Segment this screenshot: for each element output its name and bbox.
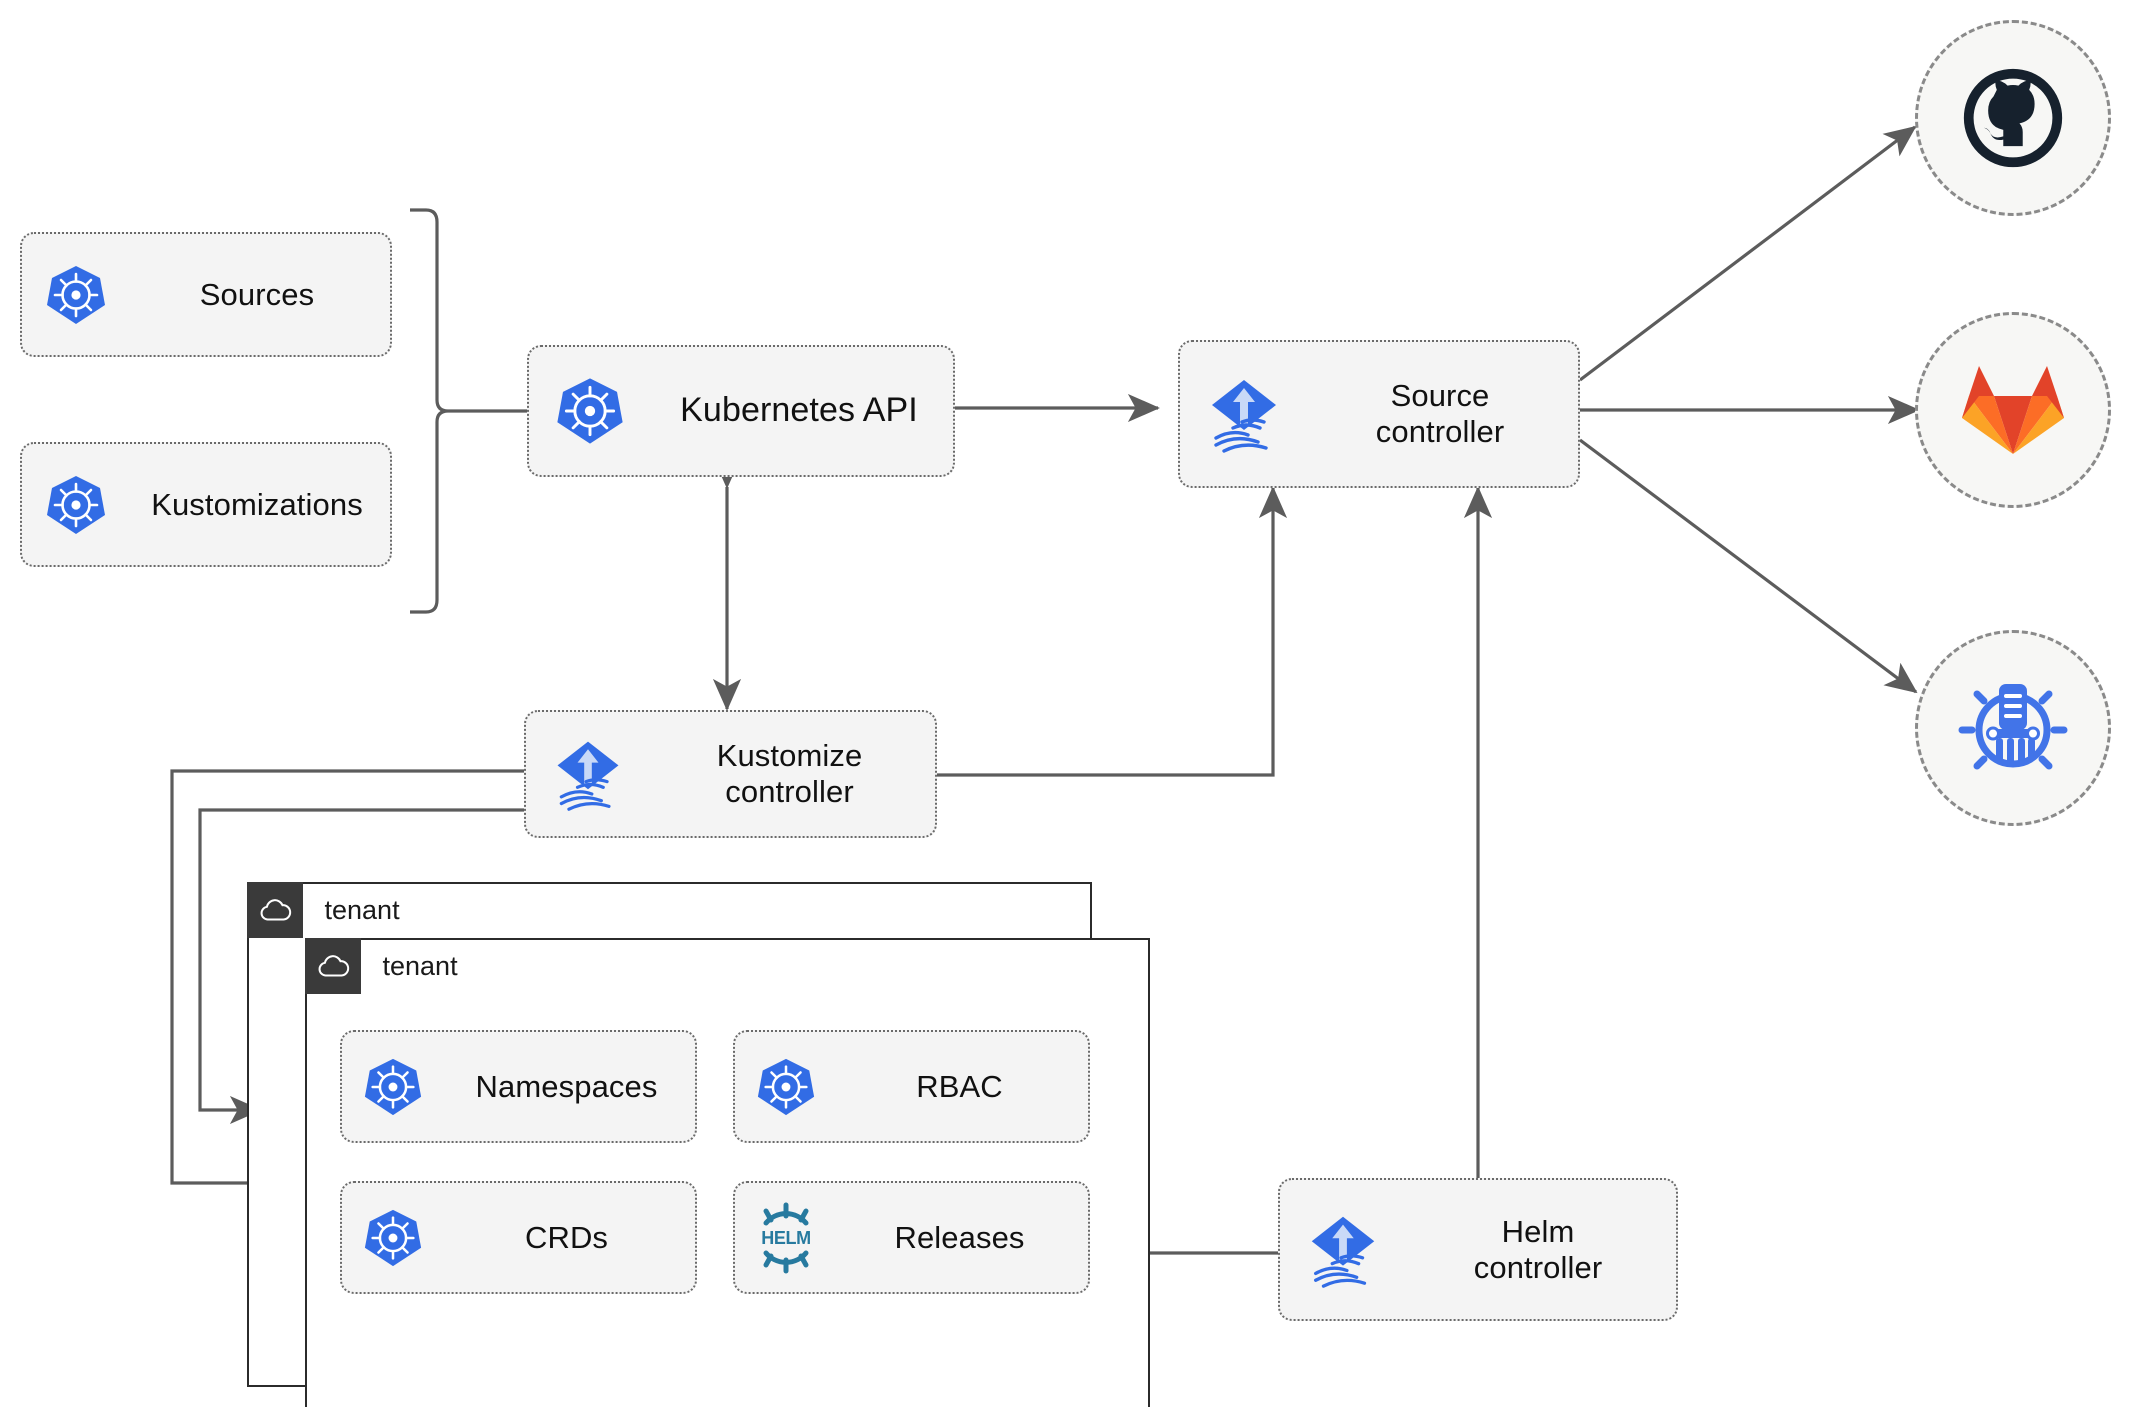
tenant-header: tenant [246, 881, 400, 938]
tenant-name: tenant [382, 950, 458, 981]
kubernetes-icon [22, 263, 130, 327]
harbor-icon [1958, 684, 2068, 770]
node-label: CRDs [524, 1219, 609, 1255]
node-releases[interactable]: HELM Releases [733, 1181, 1090, 1294]
node-label-line1: Kustomize [716, 738, 863, 774]
tenant-container-front: tenant [304, 937, 1150, 1407]
provider-github[interactable] [1915, 20, 2111, 216]
kubernetes-icon [342, 1056, 444, 1118]
wire-kustomize-controller-to-source-controller [937, 486, 1288, 777]
node-label: Sources [199, 276, 315, 312]
node-source-controller[interactable]: Source controller [1178, 340, 1580, 488]
cloud-icon [304, 937, 361, 994]
kubernetes-icon [342, 1207, 444, 1269]
tenant-name: tenant [324, 894, 400, 925]
node-label: Namespaces [475, 1068, 658, 1104]
provider-harbor[interactable] [1915, 630, 2111, 826]
flux-icon [526, 734, 650, 814]
node-label: Kustomize controller [650, 738, 935, 809]
node-label: Helm controller [1406, 1214, 1676, 1285]
node-kustomize-controller[interactable]: Kustomize controller [524, 710, 937, 838]
wire-kustomize-controller-to-tenant-front [198, 808, 524, 1125]
node-label: Releases [894, 1219, 1025, 1255]
github-icon [1963, 68, 2063, 168]
flux-icon [1180, 372, 1308, 456]
node-namespaces[interactable]: Namespaces [340, 1030, 697, 1143]
node-label: RBAC [916, 1068, 1003, 1104]
kubernetes-icon [735, 1056, 837, 1118]
wire-source-controller-to-harbor [1579, 438, 1918, 694]
node-label-line1: Helm [1501, 1213, 1575, 1249]
provider-gitlab[interactable] [1915, 312, 2111, 508]
node-helm-controller[interactable]: Helm controller [1278, 1178, 1678, 1321]
flux-icon [1280, 1209, 1406, 1291]
group-bracket [410, 208, 449, 614]
helm-icon: HELM [735, 1201, 837, 1275]
kubernetes-icon [529, 375, 651, 447]
node-label: Source controller [1308, 378, 1578, 449]
tenant-header: tenant [304, 937, 458, 994]
node-label-line2: controller [725, 774, 854, 809]
gitlab-icon [1962, 366, 2064, 454]
cloud-icon [246, 881, 303, 938]
svg-text:HELM: HELM [761, 1228, 810, 1248]
kubernetes-icon [22, 473, 130, 537]
node-sources[interactable]: Sources [20, 232, 392, 357]
node-label: Kubernetes API [680, 391, 918, 430]
node-label-line1: Source [1390, 378, 1490, 414]
node-kubernetes-api[interactable]: Kubernetes API [527, 345, 955, 477]
wire-kustomize-controller-to-tenant-back [170, 769, 524, 1198]
node-kustomizations[interactable]: Kustomizations [20, 442, 392, 567]
wire-source-controller-to-github [1579, 125, 1917, 382]
node-label-line2: controller [1375, 414, 1505, 449]
node-crds[interactable]: CRDs [340, 1181, 697, 1294]
node-label: Kustomizations [151, 486, 363, 522]
node-label-line2: controller [1473, 1249, 1603, 1285]
node-rbac[interactable]: RBAC [733, 1030, 1090, 1143]
